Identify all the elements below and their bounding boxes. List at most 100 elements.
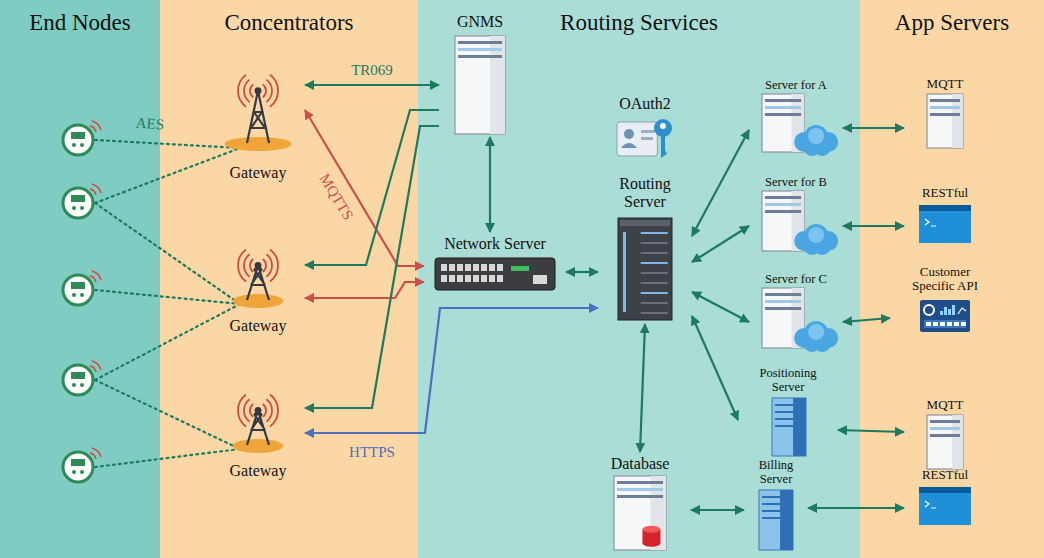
node-label: Routing Server: [605, 172, 685, 210]
server-node: RESTful: [904, 465, 986, 531]
icon-shape: [944, 307, 947, 315]
meter-icon: [63, 448, 101, 482]
icon-shape: [266, 254, 272, 276]
icon-shape: [244, 254, 250, 276]
icon-shape: [63, 275, 93, 305]
icon-shape: [90, 448, 101, 459]
icon-shape: [765, 210, 801, 213]
connector: [640, 324, 645, 452]
node-label: Server for C: [753, 270, 839, 287]
connector: [808, 507, 904, 509]
icon-shape: [247, 410, 269, 445]
icon-shape: [72, 293, 76, 297]
icon-shape: [759, 490, 793, 550]
connector: [843, 127, 904, 129]
icon-shape: [238, 394, 246, 426]
tower-icon: [228, 245, 288, 309]
icon-shape: [511, 266, 529, 271]
icon-shape: [497, 275, 503, 282]
node-label: Customer Specific API: [903, 262, 987, 294]
icon-shape: [930, 427, 960, 430]
icon-shape: [266, 80, 272, 102]
icon-shape: [455, 36, 505, 134]
icon-shape: [775, 404, 794, 406]
icon-shape: [72, 206, 76, 210]
icon-shape: [457, 275, 463, 282]
icon-shape: [919, 487, 971, 525]
icon-shape: [489, 275, 495, 282]
icon-shape: [623, 232, 626, 312]
connector: [843, 225, 904, 227]
icon-shape: [808, 227, 824, 243]
node-label: MQTT: [908, 74, 982, 91]
connector: [305, 308, 598, 433]
icon-shape: [641, 137, 653, 140]
icon-shape: [63, 452, 93, 482]
icon-shape: [765, 203, 801, 206]
icon-shape: [238, 249, 246, 281]
icon-shape: [772, 398, 806, 456]
icon-shape: [641, 312, 668, 314]
icon-shape: [90, 271, 101, 282]
link-label: AES: [135, 115, 164, 134]
icon-shape: [930, 106, 960, 109]
icon-shape: [441, 275, 447, 282]
icon-shape: [455, 36, 505, 134]
meter-icon: [63, 271, 101, 305]
server-node: MQTT: [904, 395, 986, 471]
icon-shape: [90, 361, 101, 372]
node-label: MQTT: [908, 395, 982, 412]
icon-shape: [961, 322, 966, 326]
connector: [305, 84, 439, 86]
icon-shape: [481, 275, 487, 282]
icon-shape: [270, 75, 278, 107]
blue-icon: [772, 398, 806, 456]
icon-shape: [954, 322, 959, 326]
connector: [305, 282, 424, 298]
icon-shape: [71, 195, 85, 202]
server-icon: [927, 94, 963, 148]
server-node: GNMS: [439, 10, 521, 137]
server-node: Server for A: [749, 76, 843, 160]
icon-shape: [641, 262, 668, 264]
icon-shape: [255, 262, 262, 269]
node-label: RESTful: [908, 465, 982, 482]
icon-shape: [661, 136, 667, 158]
icon-shape: [765, 196, 801, 199]
icon-shape: [762, 94, 838, 156]
icon-shape: [233, 249, 283, 308]
server-node: Positioning Server: [738, 364, 838, 458]
icon-shape: [759, 490, 793, 550]
server-node: Customer Specific API: [890, 262, 1000, 336]
icon-shape: [250, 259, 253, 272]
node-label: Database: [593, 452, 687, 473]
tower-icon: [218, 62, 298, 152]
node-label: OAuth2: [608, 92, 682, 113]
icon-shape: [808, 324, 824, 340]
icon-shape: [660, 123, 666, 129]
server-node: Network Server: [424, 232, 566, 294]
icon-shape: [617, 122, 657, 156]
rack-icon: [618, 218, 672, 320]
icon-shape: [247, 265, 269, 300]
icon-shape: [930, 113, 960, 116]
radio-link: [95, 380, 240, 449]
icon-shape: [920, 300, 970, 332]
icon-shape: [952, 415, 963, 469]
meter-icon: [63, 184, 101, 218]
server-node: RESTful: [904, 183, 986, 249]
connector: [692, 130, 749, 236]
icon-shape: [266, 399, 272, 421]
icon-shape: [952, 94, 963, 148]
icon-shape: [775, 411, 794, 413]
icon-shape: [927, 94, 963, 148]
icon-shape: [641, 242, 668, 244]
icon-shape: [642, 526, 660, 533]
radio-link: [95, 290, 240, 304]
server-node: OAuth2: [604, 92, 686, 164]
column-heading: App Servers: [860, 0, 1044, 36]
icon-shape: [71, 282, 85, 289]
icon-shape: [808, 128, 824, 144]
icon-shape: [919, 205, 971, 211]
icon-shape: [618, 218, 672, 320]
